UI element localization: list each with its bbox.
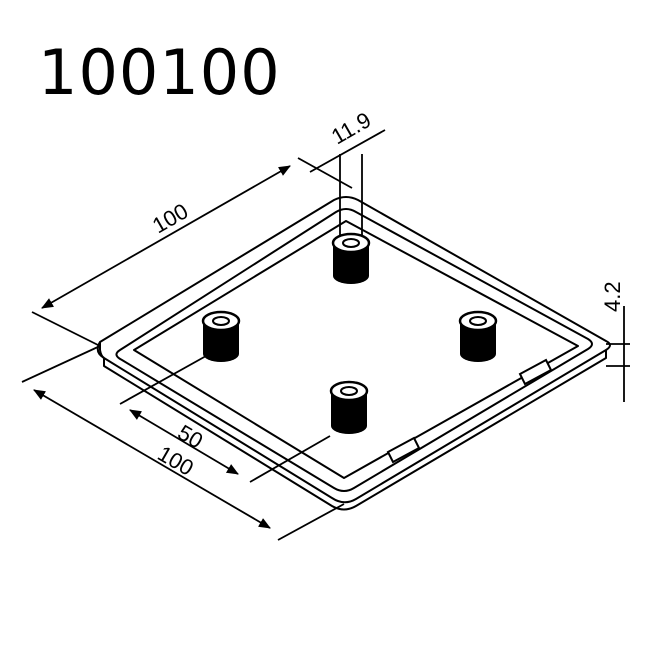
stud-top [331, 232, 371, 284]
dimension-thickness [606, 306, 630, 402]
dimension-length-top [31, 157, 353, 347]
part-number-title: 100100 [38, 36, 281, 109]
stud-bottom [329, 380, 369, 434]
locating-tab-bottom [386, 436, 421, 464]
stud-left [201, 310, 241, 362]
dimension-label-stud-diameter: 11.9 [327, 107, 375, 149]
stud-right [458, 310, 498, 362]
dimension-half-spacing [119, 355, 331, 483]
dimension-length-bottom [21, 345, 345, 541]
dimension-label-thickness: 4.2 [600, 281, 625, 312]
dimension-label-length-top: 100 [148, 198, 192, 238]
dimension-stud-diameter [309, 129, 386, 236]
locating-tab-right [518, 358, 553, 386]
